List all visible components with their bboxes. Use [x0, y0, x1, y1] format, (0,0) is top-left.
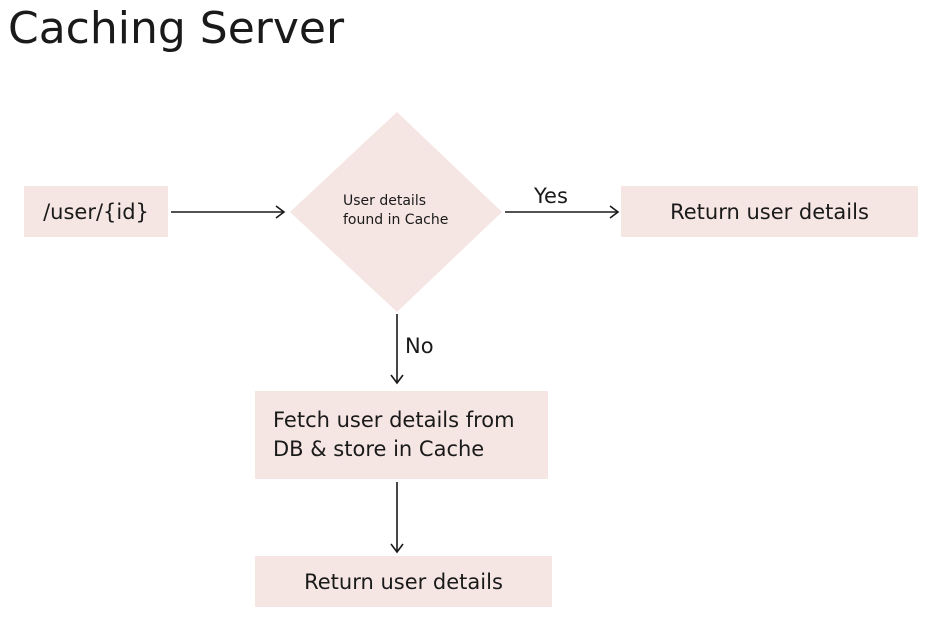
fetch-from-db-node: Fetch user details from DB & store in Ca…: [255, 391, 548, 479]
no-edge-label: No: [405, 334, 434, 358]
endpoint-node: /user/{id}: [24, 186, 168, 237]
arrow-decision-to-fetch-no: [390, 314, 404, 385]
return-user-details-label: Return user details: [670, 199, 869, 224]
endpoint-label: /user/{id}: [43, 199, 149, 224]
decision-label-line1: User details: [343, 193, 427, 209]
decision-label-line2: found in Cache: [343, 212, 449, 228]
return-user-details-after-fetch-label: Return user details: [304, 569, 503, 594]
arrow-endpoint-to-decision: [171, 205, 286, 219]
arrow-decision-to-return-yes: [505, 205, 620, 219]
fetch-label-line2: DB & store in Cache: [273, 437, 485, 461]
fetch-label: Fetch user details from DB & store in Ca…: [273, 406, 515, 464]
page-title: Caching Server: [8, 3, 345, 54]
arrow-fetch-to-return: [390, 482, 404, 554]
yes-edge-label: Yes: [534, 184, 568, 208]
fetch-label-line1: Fetch user details from: [273, 408, 515, 432]
return-user-details-node: Return user details: [621, 186, 918, 237]
decision-diamond: [290, 112, 502, 312]
decision-label: User details found in Cache: [343, 192, 473, 230]
return-user-details-after-fetch-node: Return user details: [255, 556, 552, 607]
